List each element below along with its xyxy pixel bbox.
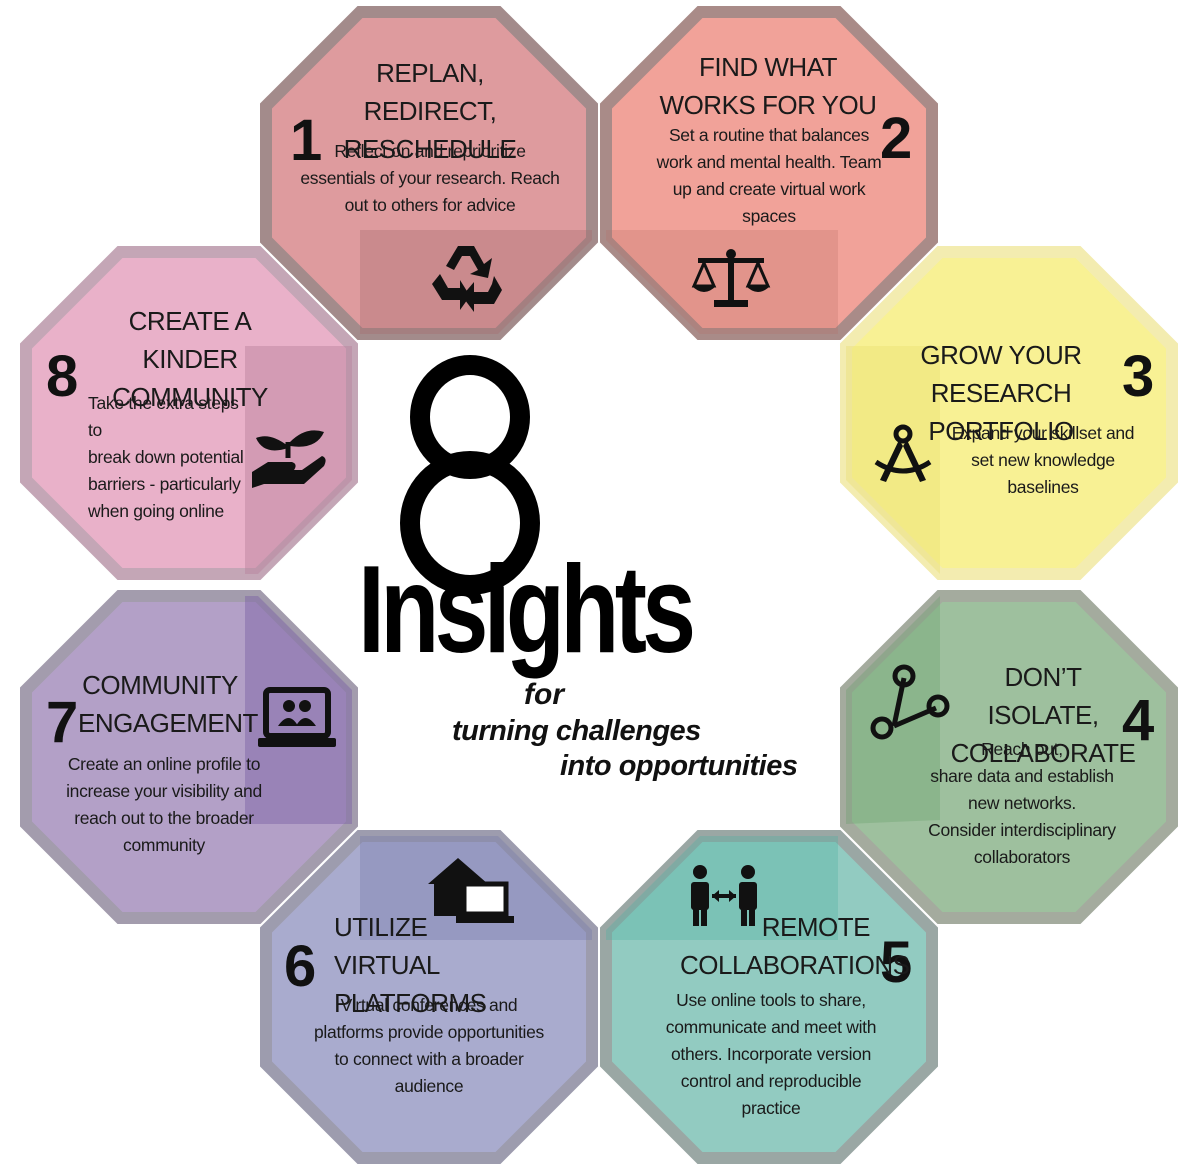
people-connect-icon bbox=[691, 865, 757, 926]
octagon-7 bbox=[20, 590, 358, 924]
network-share-icon bbox=[870, 664, 950, 740]
laptop-users-icon bbox=[258, 687, 336, 747]
insight-5-body: Use online tools to share,communicate an… bbox=[665, 990, 877, 1118]
center-eight bbox=[400, 355, 540, 595]
home-laptop-icon bbox=[428, 858, 514, 923]
insight-7-number: 7 bbox=[46, 690, 79, 755]
balance-scale-icon bbox=[691, 249, 771, 307]
insight-1-number: 1 bbox=[290, 108, 323, 173]
octagon-3 bbox=[840, 246, 1178, 580]
compass-icon bbox=[874, 424, 932, 482]
center-tagline-2: into opportunities bbox=[560, 750, 798, 782]
octagon-8 bbox=[20, 246, 358, 580]
hand-plant-icon bbox=[252, 430, 326, 488]
octagon-1 bbox=[260, 6, 598, 340]
insight-8-number: 8 bbox=[46, 344, 79, 409]
insight-1-title: REPLAN, REDIRECT,RESCHEDULE bbox=[343, 58, 517, 164]
center-tagline-1: turning challenges bbox=[452, 715, 701, 747]
insight-4-number: 4 bbox=[1122, 688, 1155, 753]
insight-3-number: 3 bbox=[1122, 344, 1155, 409]
center-insights-word: Insights bbox=[358, 541, 696, 679]
insight-6-number: 6 bbox=[284, 934, 317, 999]
octagon-4 bbox=[840, 590, 1178, 924]
center-for: for bbox=[524, 678, 564, 711]
insight-4-title: DON’T ISOLATE,COLLABORATE bbox=[950, 662, 1136, 768]
insight-2-number: 2 bbox=[880, 106, 913, 171]
octagon-2 bbox=[600, 6, 938, 340]
recycle-icon bbox=[432, 246, 502, 312]
insight-5-number: 5 bbox=[880, 930, 913, 995]
octagon-5 bbox=[600, 830, 938, 1164]
